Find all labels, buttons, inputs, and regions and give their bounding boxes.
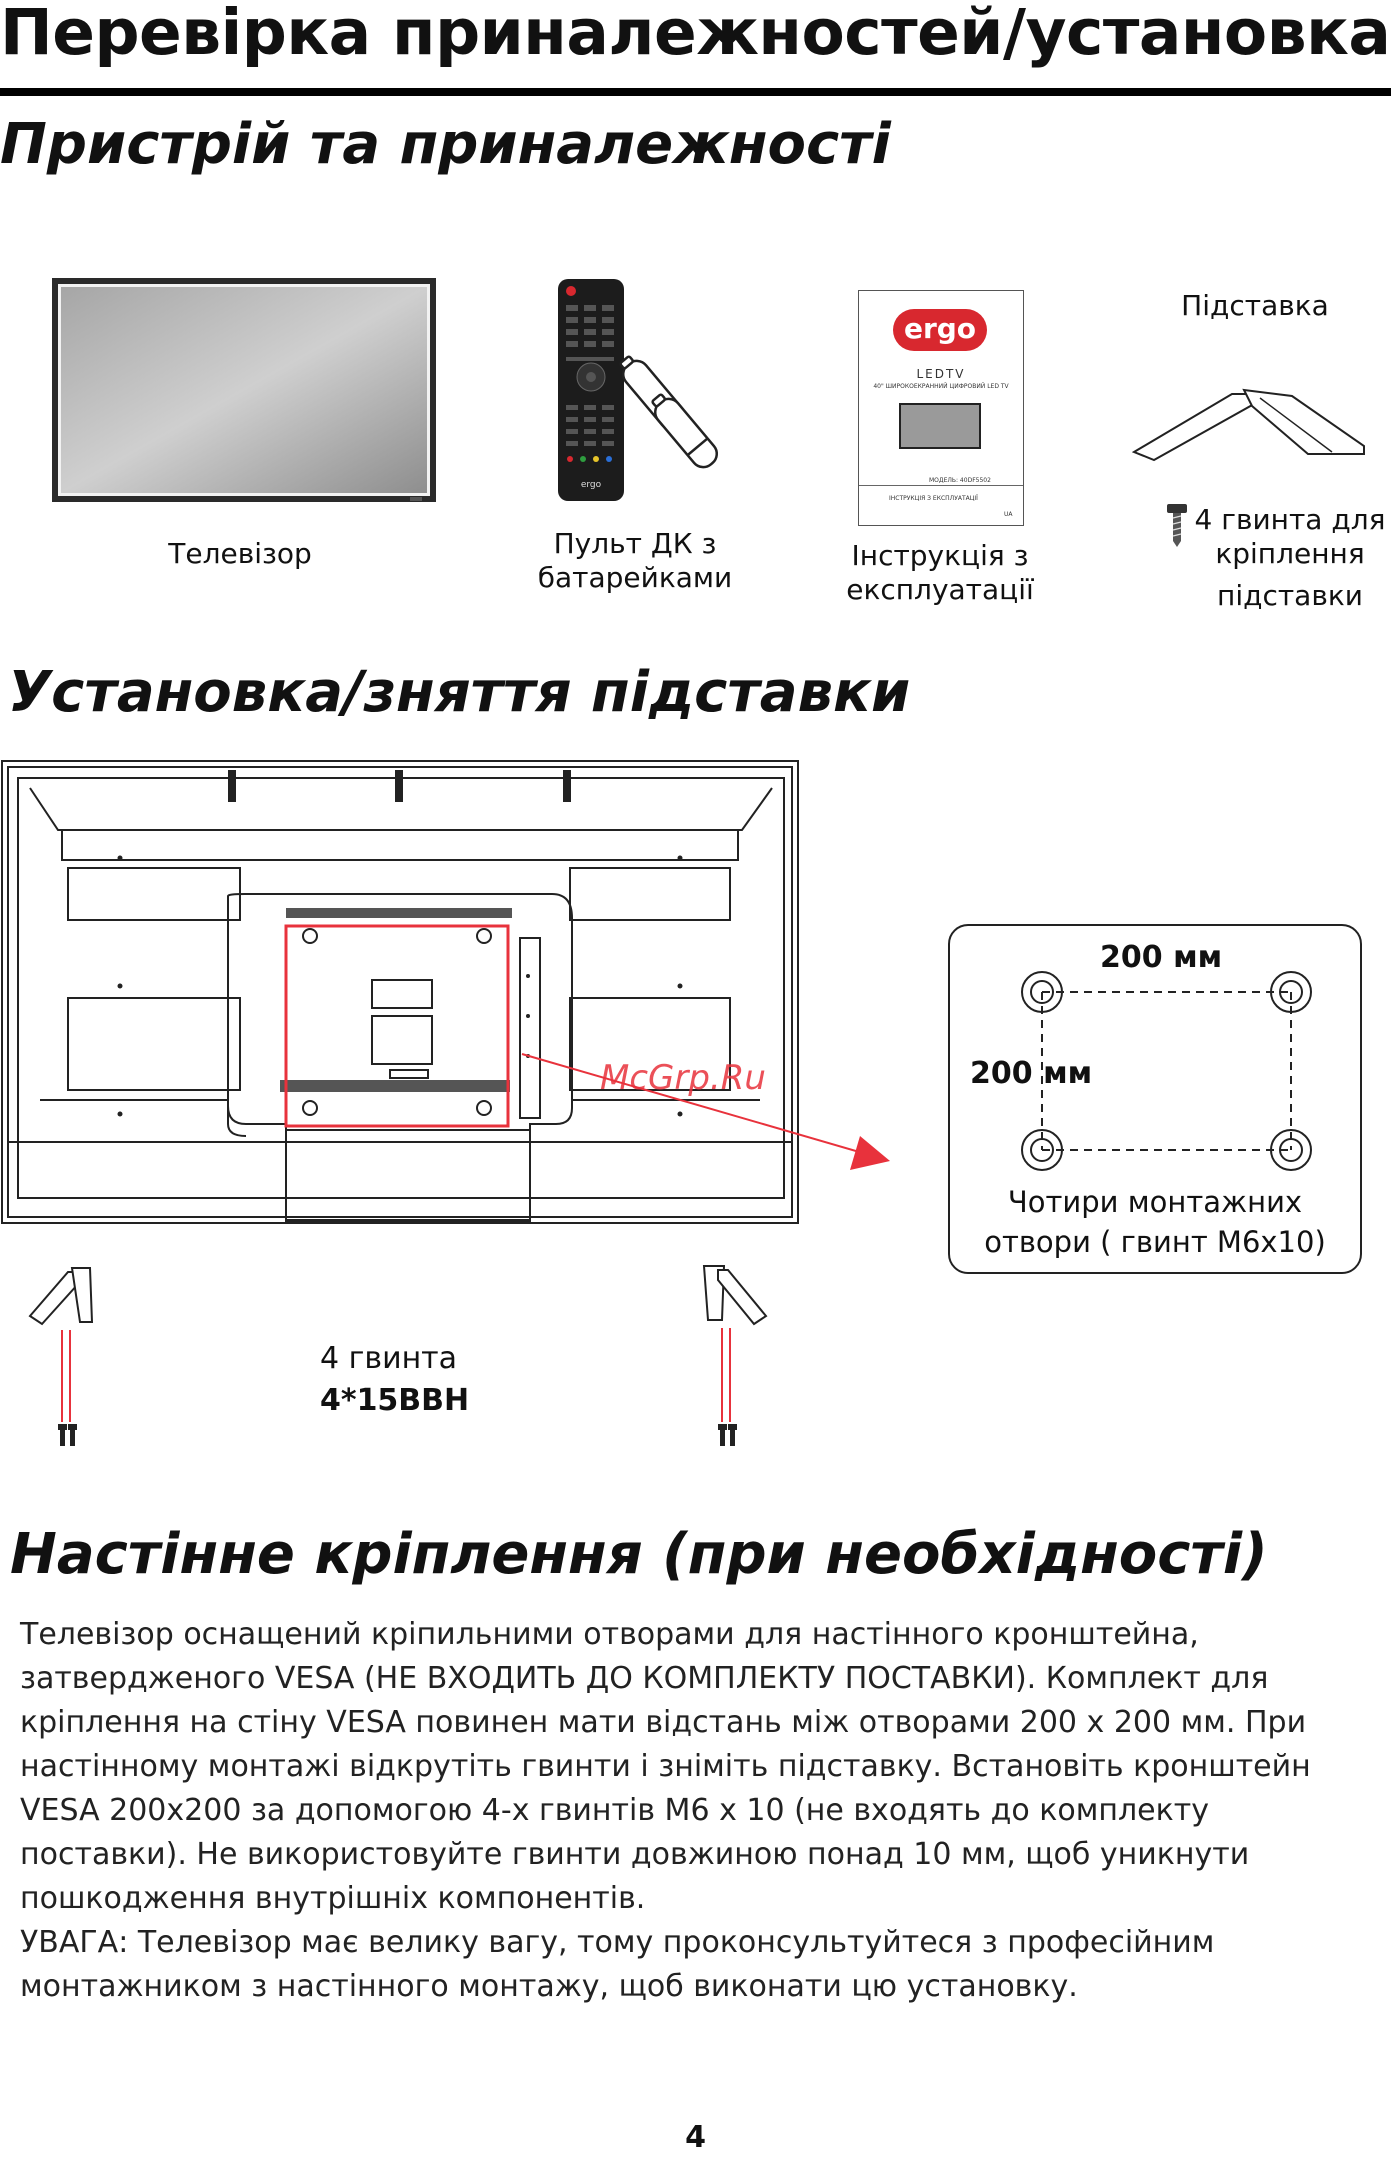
wall-mount-paragraph: Телевізор оснащений кріпильними отворами…: [20, 1613, 1360, 2009]
caption-tv: Телевізор: [168, 537, 312, 570]
tv-back-illustration: [1, 760, 799, 1224]
title-rule: [0, 88, 1391, 96]
caption-remote: Пульт ДК з батарейками: [537, 527, 733, 594]
vesa-vertical-label: 200 мм: [970, 1056, 1093, 1091]
paragraph-line: поставки). Не використовуйте гвинти довж…: [20, 1837, 1250, 1872]
paragraph-line: Телевізор оснащений кріпильними отворами…: [20, 1617, 1199, 1652]
vesa-holes: [1021, 971, 1312, 1171]
leg-screws-label: 4 гвинта 4*15BBH: [320, 1341, 470, 1418]
paragraph-line: монтажником з настінного монтажу, щоб ви…: [20, 1969, 1078, 2004]
stand-leg-right: [702, 1265, 768, 1446]
manual-tv-picture: [899, 403, 981, 449]
caption-stand: Підставка: [1181, 289, 1329, 322]
section-heading-accessories: Пристрій та приналежності: [0, 112, 891, 177]
vesa-diagram: 200 мм 200 мм Чотири монтажних отвори ( …: [948, 924, 1362, 1274]
paragraph-line: VESA 200x200 за допомогою 4-х гвинтів M6…: [20, 1793, 1209, 1828]
caption-stand-screws: 4 гвинта для кріплення підставки: [1194, 503, 1386, 612]
paragraph-line: кріплення на стіну VESA повинен мати від…: [20, 1705, 1307, 1740]
manual-cover: ergo LEDTV 40" ШИРОКОЕКРАННИЙ ЦИФРОВИЙ L…: [858, 290, 1024, 526]
page-title: Перевірка приналежностей/установка: [0, 0, 1391, 69]
svg-text:ergo: ergo: [581, 480, 602, 490]
stand-leg-left: [28, 1267, 94, 1446]
ergo-logo: ergo: [893, 309, 987, 351]
paragraph-line: настінному монтажі відкрутіть гвинти і з…: [20, 1749, 1311, 1784]
vesa-arrow: [521, 1053, 890, 1170]
caption-manual: Інструкція з експлуатації: [846, 539, 1034, 606]
remote-with-batteries-illustration: ergo: [558, 279, 719, 501]
section-heading-wall-mount: Настінне кріплення (при необхідності): [10, 1522, 1268, 1587]
watermark: McGrp.Ru: [600, 1058, 766, 1098]
vesa-horizontal-label: 200 мм: [1100, 940, 1223, 975]
stand-illustration: [1132, 388, 1365, 462]
page-number: 4: [685, 2120, 706, 2155]
vesa-caption: Чотири монтажних отвори ( гвинт М6х10): [984, 1185, 1326, 1259]
paragraph-line: затвердженого VESA (НЕ ВХОДИТЬ ДО КОМПЛЕ…: [20, 1661, 1269, 1696]
paragraph-line: пошкодження внутрішніх компонентів.: [20, 1881, 646, 1916]
tv-illustration: [52, 278, 436, 502]
screw-icon: [1167, 504, 1187, 547]
paragraph-line: УВАГА: Телевізор має велику вагу, тому п…: [20, 1925, 1215, 1960]
section-heading-stand-install: Установка/зняття підставки: [8, 660, 911, 725]
